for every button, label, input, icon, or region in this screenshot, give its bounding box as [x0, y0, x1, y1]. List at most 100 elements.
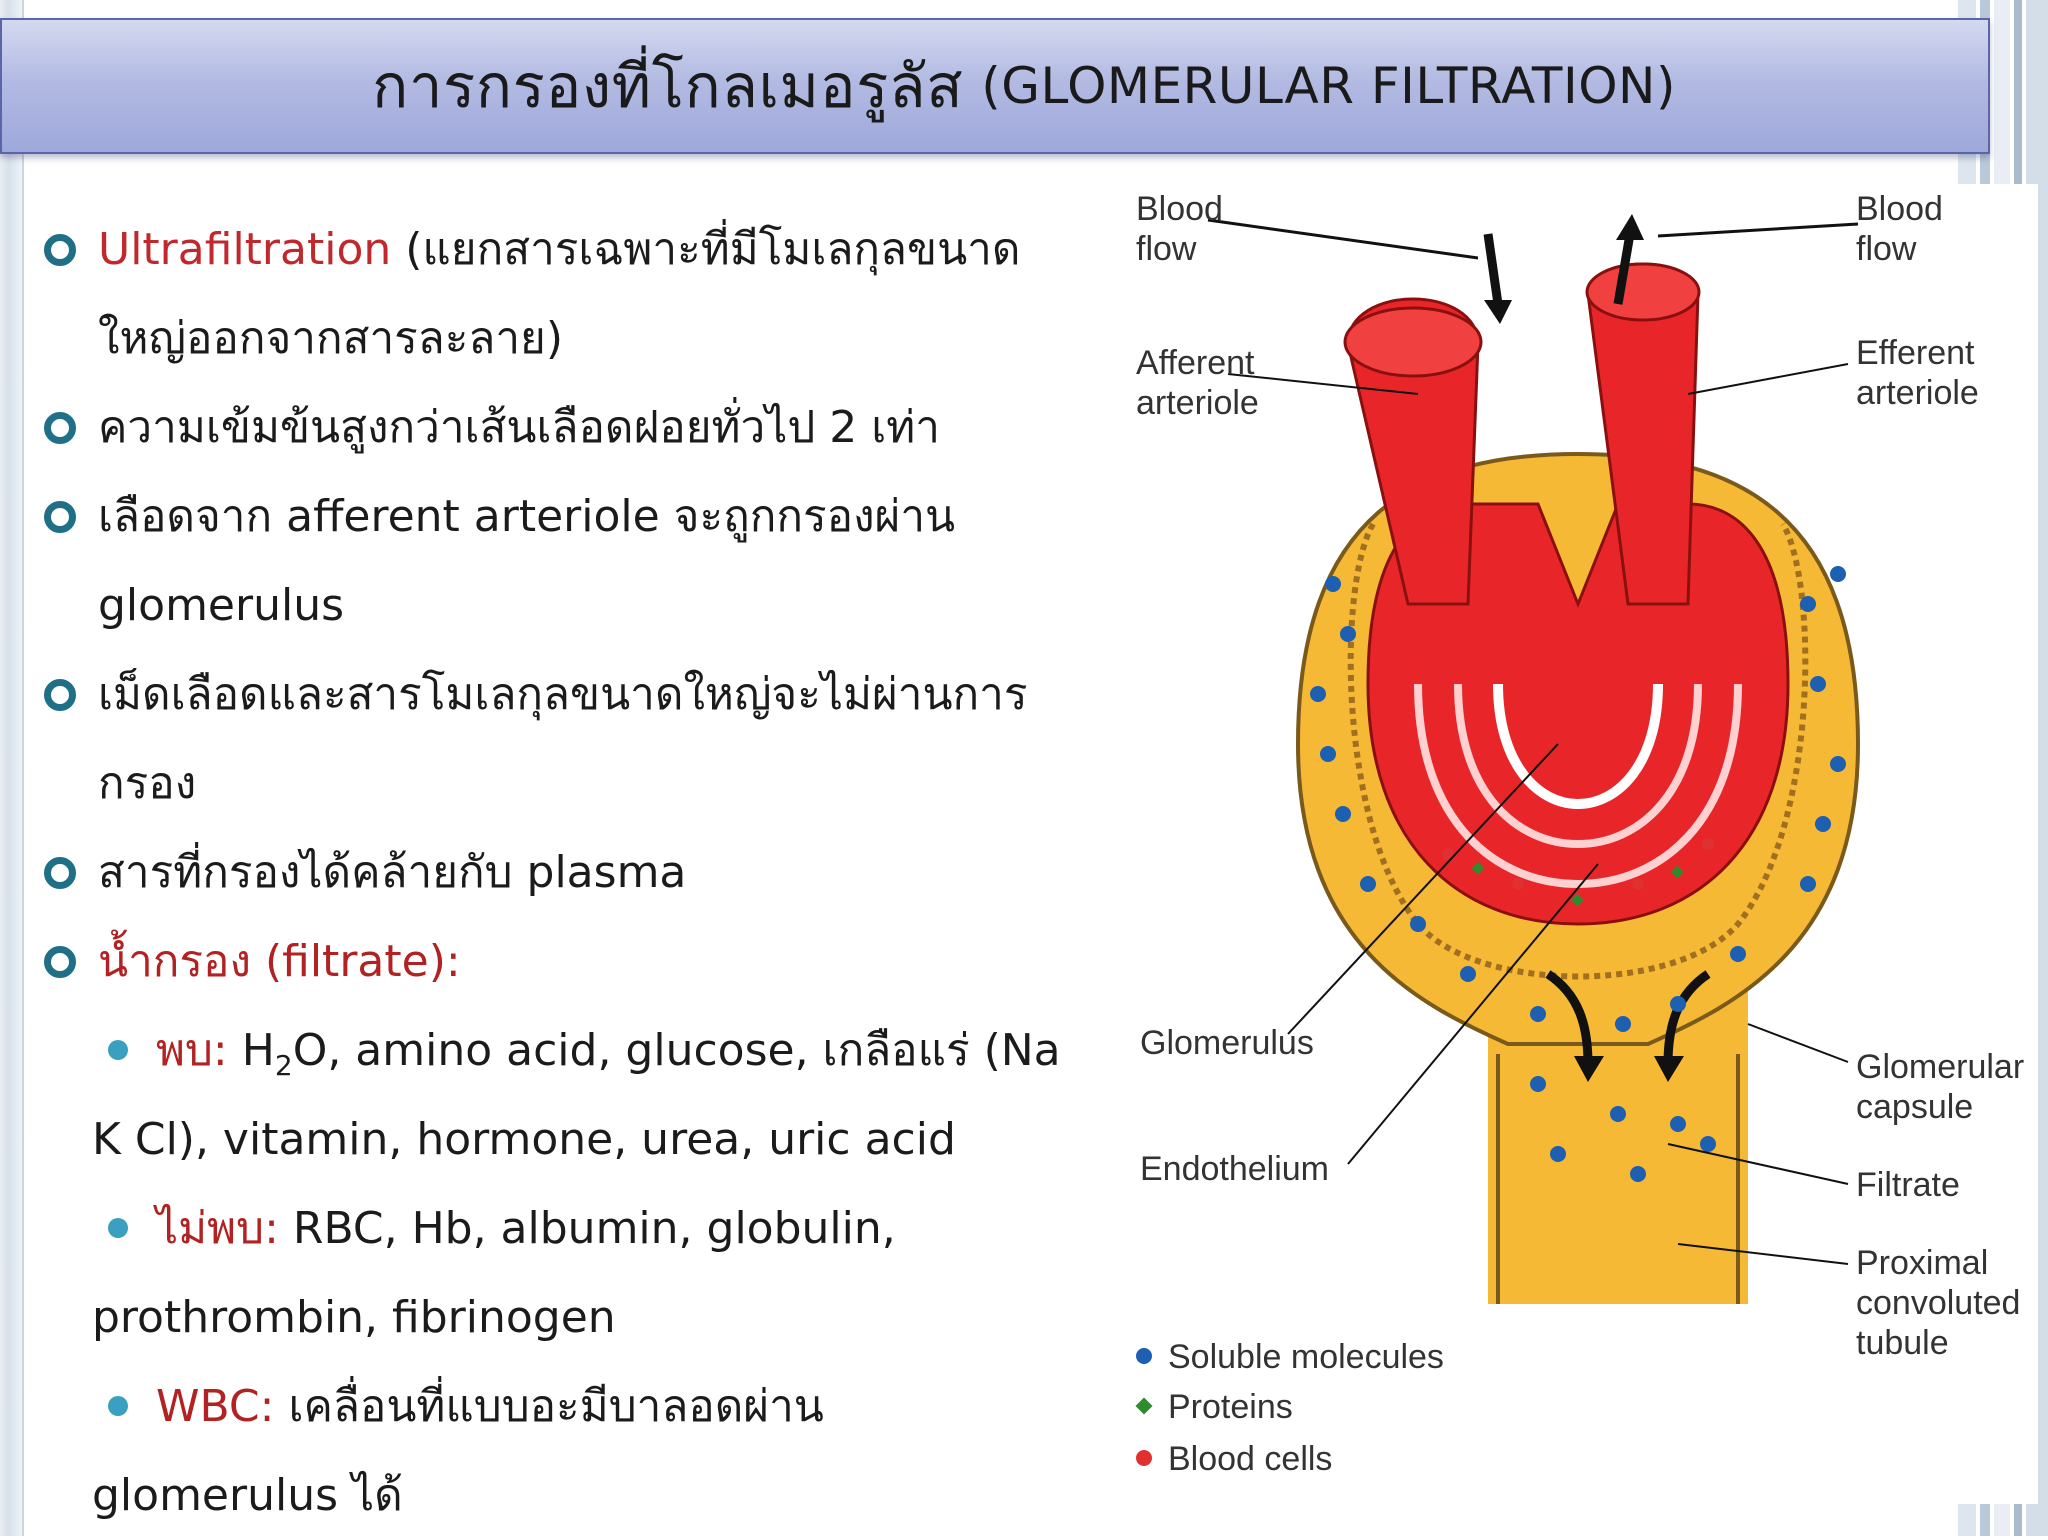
- arrowhead-icon: [1484, 300, 1512, 324]
- label-pct: convoluted: [1856, 1284, 2020, 1322]
- subbullet-text: H: [241, 1025, 275, 1076]
- filtrate-arrow: [1545, 970, 1593, 1065]
- bullet-keyword: Ultrafiltration: [98, 224, 392, 275]
- subbullet-dot-icon: [108, 1396, 128, 1416]
- subbullet-text: glomerulus ได้: [92, 1470, 403, 1521]
- bullet-continuation: glomerulus: [40, 561, 1120, 650]
- subbullet-keyword: ไม่พบ:: [156, 1203, 279, 1254]
- label-blood-flow-out: flow: [1856, 230, 1917, 268]
- label-efferent: arteriole: [1856, 374, 1979, 412]
- label-blood-flow-in: Blood: [1136, 190, 1223, 228]
- label-pct: Proximal: [1856, 1244, 1988, 1282]
- subbullet-dot-icon: [108, 1040, 128, 1060]
- leader-line: [1677, 1243, 1849, 1265]
- subbullet-found: พบ: H2O, amino acid, glucose, เกลือแร่ (…: [40, 1006, 1120, 1095]
- title-thai: การกรองที่โกลเมอรูลัส: [372, 51, 964, 122]
- label-efferent: Efferent: [1856, 334, 1975, 372]
- bullet-afferent: เลือดจาก afferent arteriole จะถูกกรองผ่า…: [40, 472, 1120, 561]
- soluble-molecule-icon: [1136, 1348, 1152, 1364]
- bullet-continuation: ใหญ่ออกจากสารละลาย): [40, 294, 1120, 383]
- bullet-filtrate: น้ำกรอง (filtrate):: [40, 917, 1120, 1006]
- title-banner: [0, 18, 1990, 154]
- bullet-text: เม็ดเลือดและสารโมเลกุลขนาดใหญ่จะไม่ผ่านก…: [98, 669, 1028, 720]
- capillary-loop: [1493, 683, 1663, 810]
- bullet-text: ความเข้มข้นสูงกว่าเส้นเลือดฝอยทั่วไป 2 เ…: [98, 402, 940, 453]
- bullet-text: (แยกสารเฉพาะที่มีโมเลกุลขนาด: [405, 224, 1021, 275]
- leader-line: [1667, 1143, 1849, 1185]
- bullet-ring-icon: [44, 679, 76, 711]
- tubule-wall: [1496, 1054, 1740, 1304]
- blood-cell-icon: [1136, 1450, 1152, 1466]
- bullet-text: ใหญ่ออกจากสารละลาย): [98, 313, 564, 364]
- arrowhead-icon: [1616, 214, 1644, 240]
- subbullet-wbc: WBC: เคลื่อนที่แบบอะมีบาลอดผ่าน: [40, 1362, 1120, 1451]
- blood-flow-in-arrow: [1483, 233, 1503, 305]
- diagram-labels: Blood flow Blood flow Afferent arteriole…: [1136, 190, 2024, 1362]
- label-blood-flow-in: flow: [1136, 230, 1197, 268]
- capillary-loop: [1454, 683, 1702, 849]
- bullet-text: glomerulus: [98, 580, 345, 631]
- bullet-text: เลือดจาก afferent arteriole จะถูกกรองผ่า…: [98, 491, 956, 542]
- bullet-continuation: กรอง: [40, 739, 1120, 828]
- leader-line: [1747, 1023, 1849, 1063]
- soluble-molecules: [1310, 566, 1846, 1182]
- legend-soluble: Soluble molecules: [1168, 1338, 1444, 1376]
- afferent-opening: [1343, 306, 1483, 378]
- tubule-body: [1488, 984, 1748, 1304]
- leader-line: [1227, 373, 1419, 395]
- label-afferent: Afferent: [1136, 344, 1255, 382]
- bullet-ring-icon: [44, 501, 76, 533]
- left-decorative-border: [0, 0, 24, 1536]
- subbullet-not-found: ไม่พบ: RBC, Hb, albumin, globulin,: [40, 1184, 1120, 1273]
- bullet-text: กรอง: [98, 758, 197, 809]
- bullet-ultrafiltration: Ultrafiltration (แยกสารเฉพาะที่มีโมเลกุล…: [40, 205, 1120, 294]
- capillary-loop: [1414, 683, 1742, 889]
- subbullet-text: K Cl), vitamin, hormone, urea, uric acid: [92, 1114, 956, 1165]
- subbullet-keyword: พบ:: [156, 1025, 228, 1076]
- bullet-ring-icon: [44, 234, 76, 266]
- leader-line: [1687, 363, 1849, 395]
- subbullet-continuation: glomerulus ได้: [40, 1451, 1120, 1540]
- label-capsule: Glomerular: [1856, 1048, 2024, 1086]
- subbullet-dot-icon: [108, 1218, 128, 1238]
- glomerulus-diagram: Blood flow Blood flow Afferent arteriole…: [1118, 184, 2038, 1504]
- label-endothelium: Endothelium: [1140, 1150, 1329, 1188]
- leader-line: [1287, 743, 1559, 1035]
- subbullet-text: O, amino acid, glucose, เกลือแร่ (Na: [292, 1025, 1061, 1076]
- arrowhead-icon: [1574, 1056, 1604, 1082]
- subbullet-text: RBC, Hb, albumin, globulin,: [292, 1203, 896, 1254]
- subbullet-continuation: K Cl), vitamin, hormone, urea, uric acid: [40, 1095, 1120, 1184]
- bullet-text: สารที่กรองได้คล้ายกับ plasma: [98, 847, 687, 898]
- efferent-opening: [1585, 262, 1701, 322]
- label-blood-flow-out: Blood: [1856, 190, 1943, 228]
- subbullet-keyword: WBC:: [156, 1381, 275, 1432]
- bullet-keyword: น้ำกรอง (filtrate):: [98, 936, 461, 987]
- bullet-blood-cells: เม็ดเลือดและสารโมเลกุลขนาดใหญ่จะไม่ผ่านก…: [40, 650, 1120, 739]
- title-english: (GLOMERULAR FILTRATION): [981, 57, 1676, 115]
- proteins: [1471, 861, 1684, 907]
- bullet-concentration: ความเข้มข้นสูงกว่าเส้นเลือดฝอยทั่วไป 2 เ…: [40, 383, 1120, 472]
- label-capsule: capsule: [1856, 1088, 1973, 1126]
- blood-flow-out-arrow: [1613, 233, 1635, 305]
- bullet-ring-icon: [44, 857, 76, 889]
- legend-proteins: Proteins: [1168, 1388, 1293, 1426]
- slide-title: การกรองที่โกลเมอรูลัส (GLOMERULAR FILTRA…: [0, 18, 2048, 154]
- capsule-inner-lining: [1347, 522, 1809, 980]
- bullet-ring-icon: [44, 946, 76, 978]
- label-afferent: arteriole: [1136, 384, 1259, 422]
- blood-cells: [1442, 838, 1714, 890]
- subbullet-text: เคลื่อนที่แบบอะมีบาลอดผ่าน: [288, 1381, 824, 1432]
- label-pct: tubule: [1856, 1324, 1949, 1362]
- leader-line: [1347, 863, 1599, 1165]
- subscript: 2: [274, 1048, 293, 1082]
- bullet-ring-icon: [44, 412, 76, 444]
- arrowhead-icon: [1654, 1056, 1684, 1082]
- label-glomerulus: Glomerulus: [1140, 1024, 1314, 1062]
- legend-blood-cells: Blood cells: [1168, 1440, 1332, 1478]
- diagram-legend: Soluble molecules Proteins Blood cells: [1135, 1338, 1444, 1478]
- bullet-list: Ultrafiltration (แยกสารเฉพาะที่มีโมเลกุล…: [40, 205, 1120, 1540]
- subbullet-continuation: prothrombin, fibrinogen: [40, 1273, 1120, 1362]
- bullet-plasma: สารที่กรองได้คล้ายกับ plasma: [40, 828, 1120, 917]
- leader-line: [1207, 218, 1479, 260]
- subbullet-text: prothrombin, fibrinogen: [92, 1292, 616, 1343]
